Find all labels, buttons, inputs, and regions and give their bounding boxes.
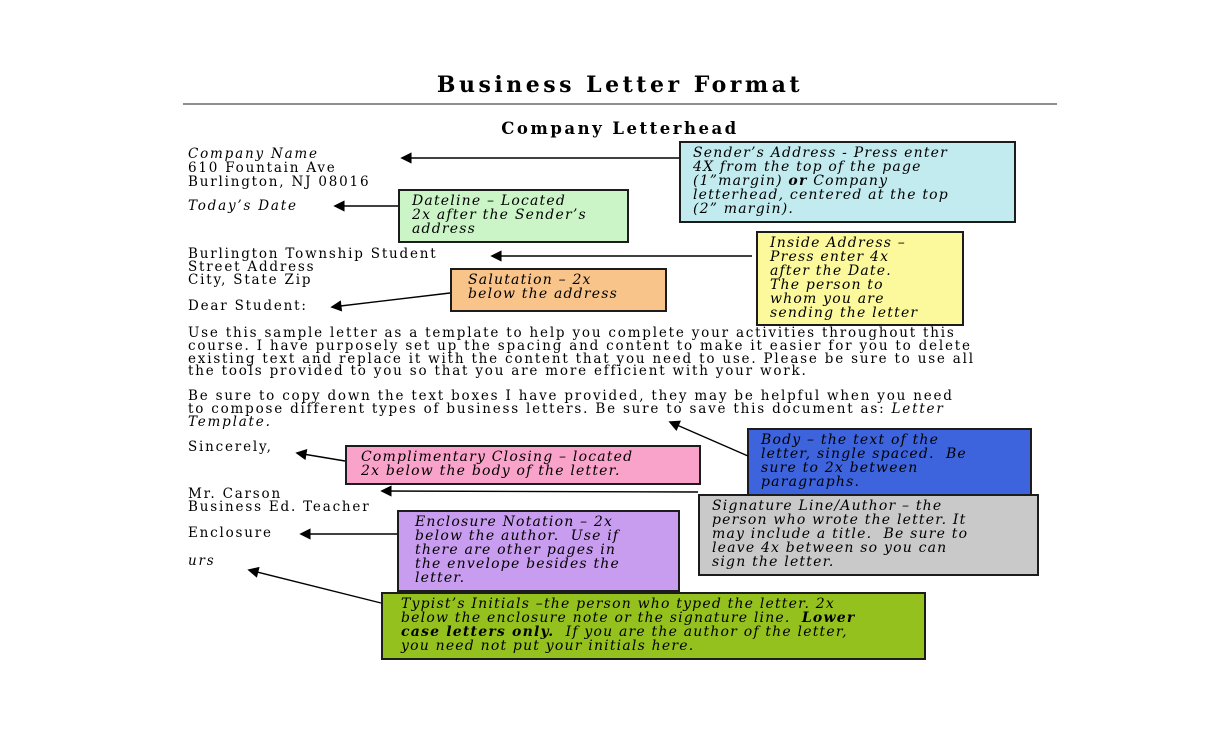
arrow-signature-line <box>380 485 699 497</box>
dateline-text: Today’s Date <box>188 198 298 214</box>
typist-initials-text: urs <box>188 553 216 569</box>
inside-address-line3: City, State Zip <box>188 272 313 288</box>
arrow-salutation <box>330 292 451 312</box>
callout-senders-address: Sender’s Address - Press enter 4X from t… <box>679 141 1016 223</box>
closing-text: Sincerely, <box>188 439 273 455</box>
callout-salutation: Salutation – 2x below the address <box>450 268 667 312</box>
callout-typists-initials: Typist’s Initials –the person who typed … <box>381 592 926 660</box>
salutation-text: Dear Student: <box>188 298 308 314</box>
callout-body: Body – the text of the letter, single sp… <box>747 428 1032 496</box>
arrow-typists-initials <box>247 566 382 604</box>
inside-address-line2: Street Address <box>188 259 316 275</box>
callout-signature-line: Signature Line/Author – the person who w… <box>698 494 1039 576</box>
sender-address-line1: 610 Fountain Ave <box>188 160 337 176</box>
letterhead-heading: Company Letterhead <box>501 119 739 138</box>
callout-complimentary-closing: Complimentary Closing – located 2x below… <box>345 445 701 485</box>
enclosure-text: Enclosure <box>188 525 273 541</box>
sender-address-line2: Burlington, NJ 08016 <box>188 174 371 190</box>
arrow-complimentary-closing <box>295 449 346 462</box>
sender-company-name: Company Name <box>188 146 319 162</box>
signature-title: Business Ed. Teacher <box>188 499 371 515</box>
body-paragraph-2: Be sure to copy down the text boxes I ha… <box>188 388 954 430</box>
callout-inside-address: Inside Address – Press enter 4x after th… <box>756 231 964 327</box>
callout-dateline: Dateline – Located 2x after the Sender’s… <box>398 189 629 243</box>
title-divider <box>183 103 1057 105</box>
signature-name: Mr. Carson <box>188 486 282 502</box>
callout-enclosure-notation: Enclosure Notation – 2x below the author… <box>397 510 680 592</box>
page-title: Business Letter Format <box>436 72 804 98</box>
body-paragraph-1: Use this sample letter as a template to … <box>188 325 975 380</box>
inside-address-line1: Burlington Township Student <box>188 246 438 262</box>
